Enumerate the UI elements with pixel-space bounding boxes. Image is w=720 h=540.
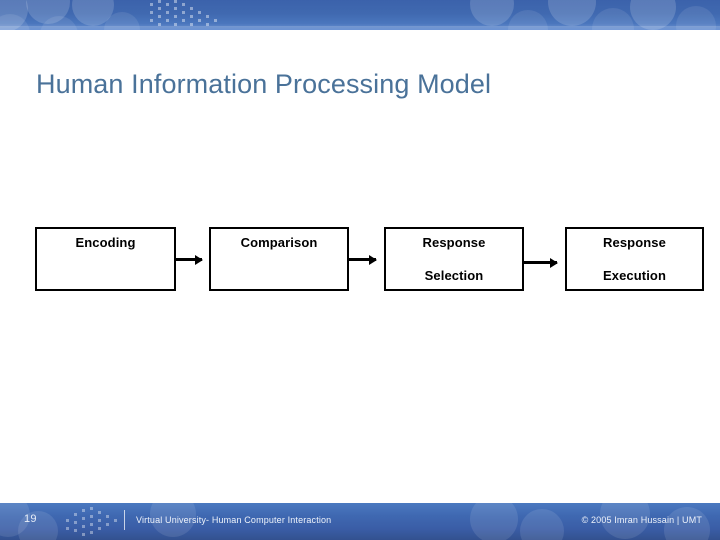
flow-arrow-encoding-to-comparison <box>176 254 203 265</box>
flow-node-response-selection[interactable]: Response Selection <box>384 227 524 291</box>
flow-node-response-execution-line1: Response <box>603 235 666 250</box>
flow-node-response-selection-labels: Response Selection <box>386 235 522 284</box>
flow-arrow-comparison-to-response-selection <box>349 254 377 265</box>
flow-node-response-execution-line2: Execution <box>602 268 667 283</box>
flow-node-comparison-labels: Comparison <box>211 235 347 251</box>
flow-node-comparison[interactable]: Comparison <box>209 227 349 291</box>
slide-number: 19 <box>24 513 37 525</box>
flow-arrow-response-selection-to-response-execution <box>524 257 558 268</box>
flow-node-response-selection-line1: Response <box>422 235 486 250</box>
header-dot-pattern <box>148 0 238 30</box>
footer-copyright: © 2005 Imran Hussain | UMT <box>581 515 702 525</box>
flow-node-encoding-line1: Encoding <box>75 235 136 250</box>
flow-node-response-execution-labels: Response Execution <box>567 235 702 284</box>
flow-node-comparison-line1: Comparison <box>240 235 318 250</box>
header-circle-pattern <box>0 0 720 30</box>
page-title: Human Information Processing Model <box>36 69 492 99</box>
header-banner <box>0 0 720 30</box>
footer-dot-pattern <box>66 505 120 539</box>
flow-node-encoding-labels: Encoding <box>37 235 174 251</box>
flow-node-encoding[interactable]: Encoding <box>35 227 176 291</box>
footer-course-label: Virtual University- Human Computer Inter… <box>136 515 332 525</box>
footer-divider <box>124 510 125 530</box>
flow-node-response-selection-line2: Selection <box>424 268 484 283</box>
flow-node-response-execution[interactable]: Response Execution <box>565 227 704 291</box>
